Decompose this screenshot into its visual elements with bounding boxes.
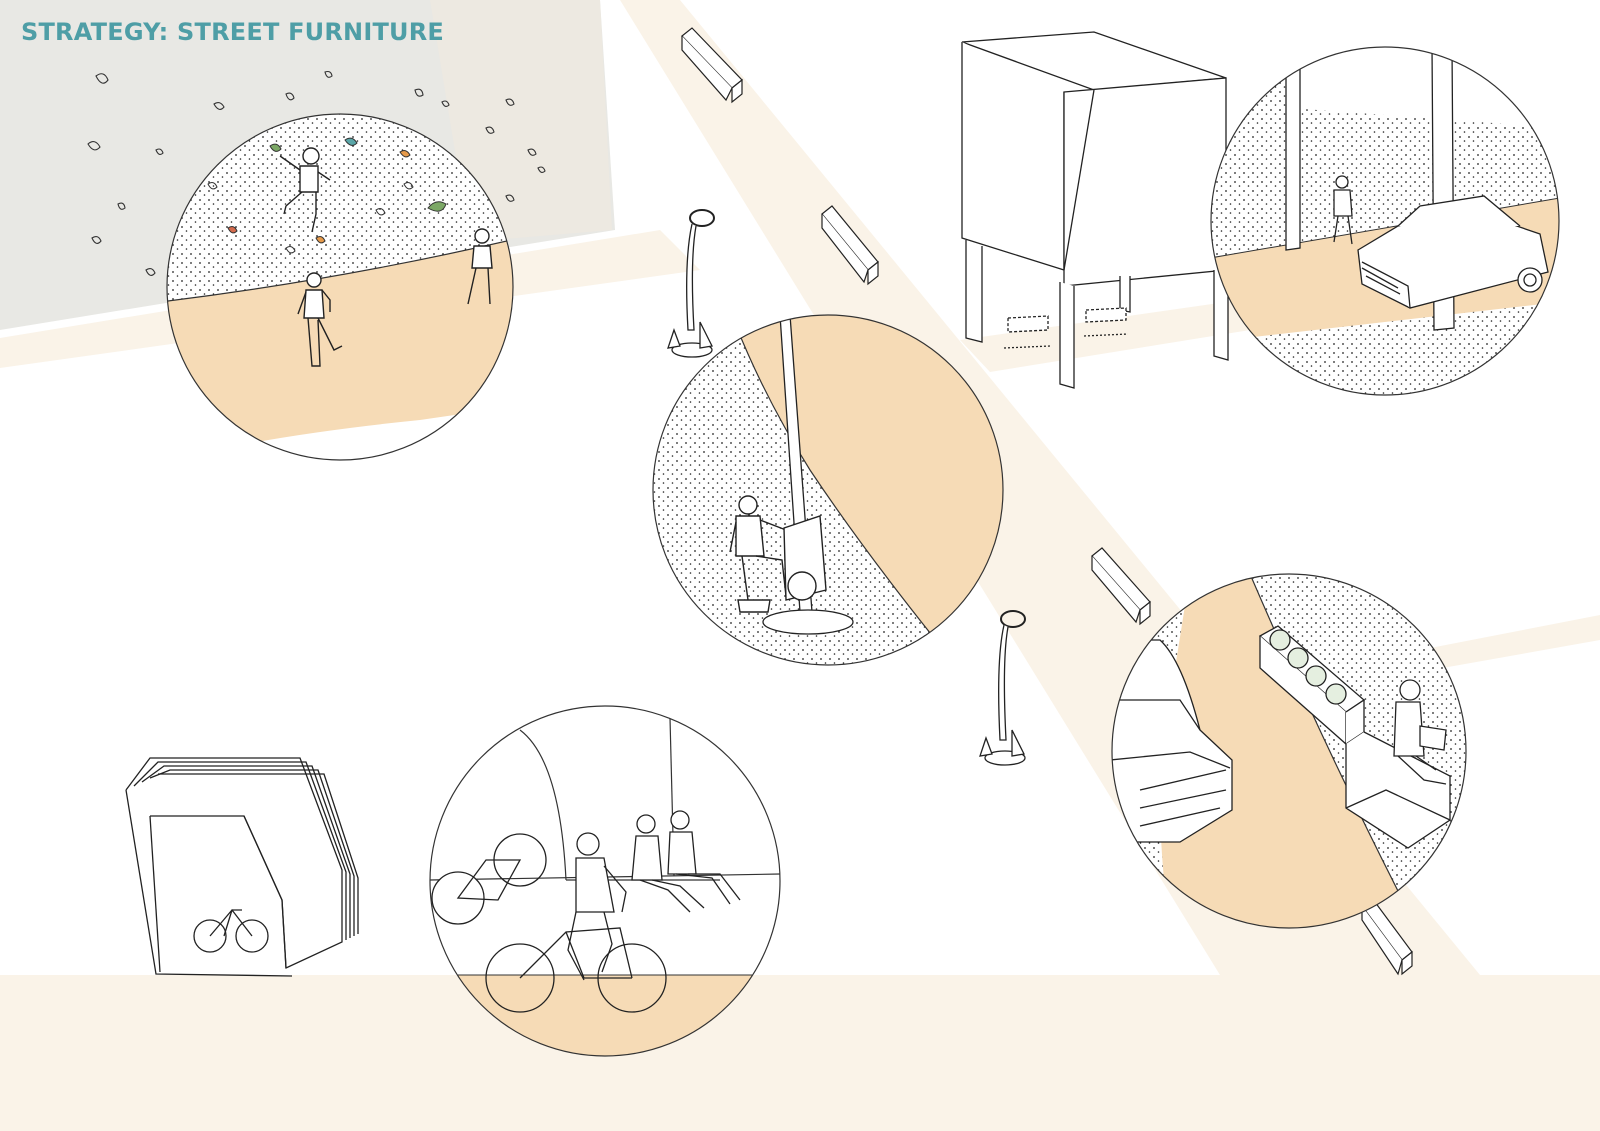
cyclist-icon — [485, 832, 667, 1013]
car-icon — [1357, 195, 1549, 309]
canopy-parking-vignette — [1210, 46, 1560, 396]
cycling-seating-vignette — [429, 705, 781, 1057]
seated-people-icon — [631, 810, 741, 913]
planter-icon — [1258, 625, 1451, 849]
bike-shelter — [125, 757, 359, 977]
exercise-lamppost-small-2 — [979, 610, 1026, 766]
car-front-icon — [1112, 639, 1233, 843]
concrete-blocks — [681, 27, 1413, 976]
bike-rack-icon — [193, 908, 269, 953]
climbing-wall-vignette — [166, 113, 514, 461]
walker-icon — [297, 272, 343, 367]
planter-bench-vignette — [1111, 573, 1467, 929]
page-title: STRATEGY: STREET FURNITURE — [21, 18, 444, 46]
exercise-lamppost-small — [667, 209, 715, 358]
pedestrian-phone-icon — [1333, 175, 1353, 245]
exercise-bike-icon — [729, 495, 827, 613]
pavilion-icon — [961, 31, 1229, 389]
exercise-lamppost-vignette — [652, 314, 1004, 666]
seated-person-icon — [1393, 679, 1447, 785]
climber-icon — [279, 147, 331, 233]
pedestrian-icon — [467, 228, 493, 305]
